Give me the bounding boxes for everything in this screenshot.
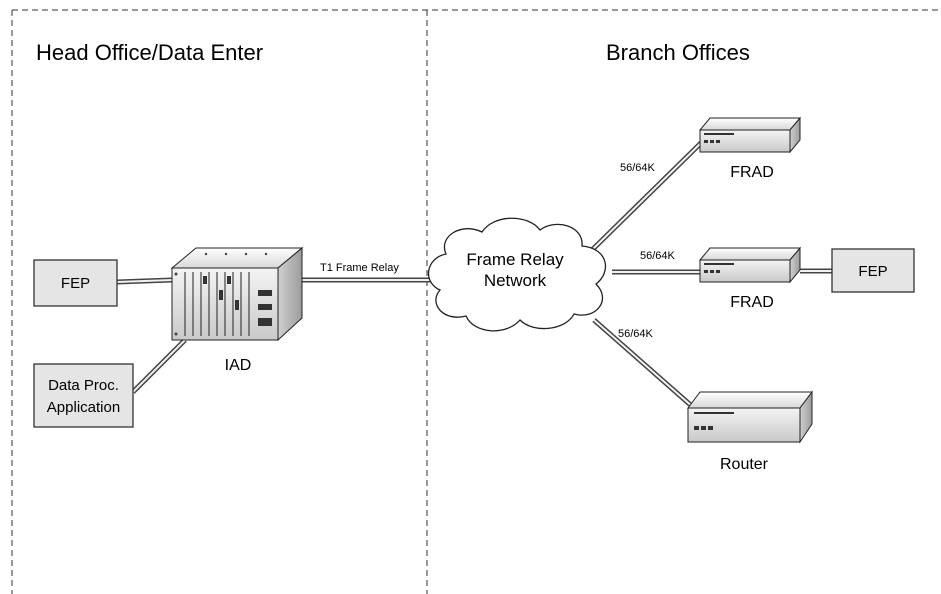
frame-relay-cloud: Frame Relay Network	[427, 217, 606, 332]
cloud-label-1: Frame Relay	[466, 250, 564, 269]
frad-top-label: FRAD	[730, 164, 774, 181]
fep-right-node: FEP	[831, 248, 915, 293]
iad-device: IAD	[170, 246, 304, 374]
data-proc-node: Data Proc. Application	[33, 363, 134, 428]
data-proc-label-1: Data Proc.	[48, 377, 119, 394]
link-cloud-frad-top	[590, 138, 706, 252]
router-device: Router	[687, 390, 813, 473]
frad-mid-label: FRAD	[730, 294, 774, 311]
links	[116, 138, 832, 410]
fep-right-label: FEP	[858, 263, 887, 280]
frad-mid-device: FRAD	[698, 246, 802, 311]
speed-label-mid: 56/64K	[640, 250, 676, 262]
data-proc-label-2: Application	[47, 399, 120, 416]
frad-top-device: FRAD	[698, 116, 802, 181]
speed-label-top: 56/64K	[620, 162, 656, 174]
t1-link-label: T1 Frame Relay	[320, 262, 399, 274]
link-dataproc-iad	[131, 338, 187, 394]
fep-left-node: FEP	[33, 259, 118, 307]
branch-offices-title: Branch Offices	[606, 40, 750, 65]
link-fep-iad	[116, 277, 173, 285]
speed-label-bottom: 56/64K	[618, 328, 654, 340]
head-office-title: Head Office/Data Enter	[36, 40, 263, 65]
iad-label: IAD	[225, 357, 252, 374]
cloud-label-2: Network	[484, 271, 547, 290]
fep-left-label: FEP	[61, 275, 90, 292]
router-label: Router	[720, 456, 769, 473]
link-cloud-router	[592, 318, 696, 410]
